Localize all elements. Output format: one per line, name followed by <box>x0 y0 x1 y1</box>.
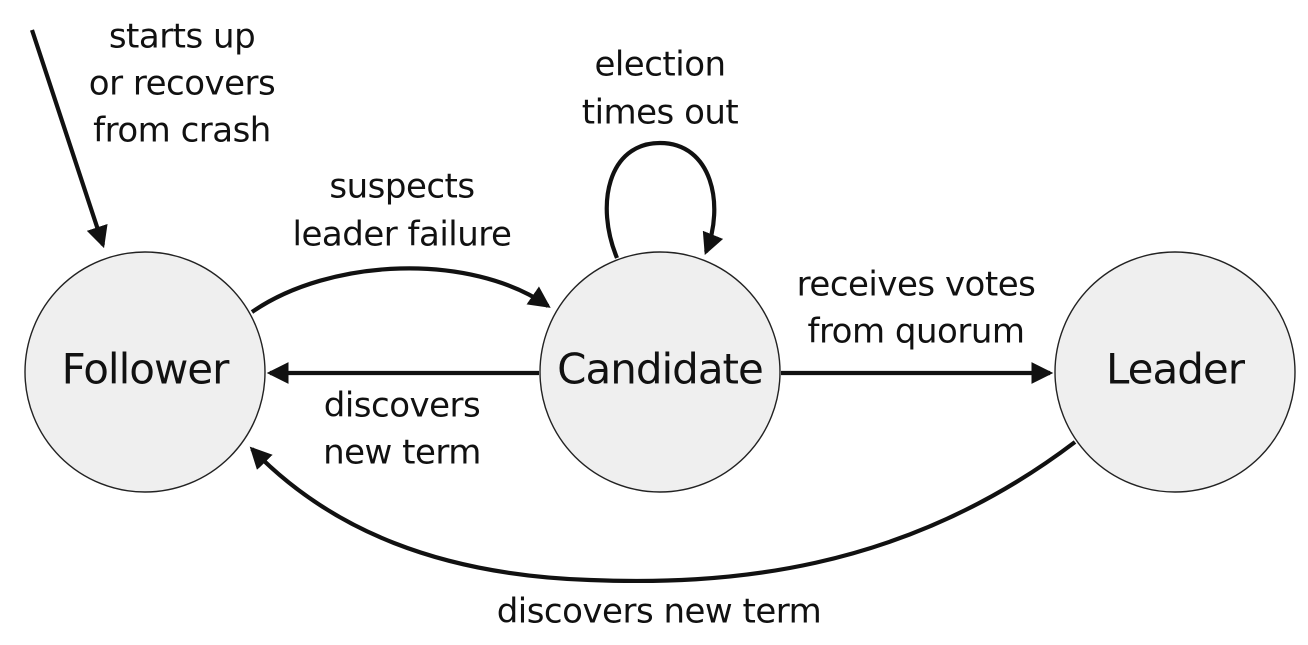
candidate-circle <box>539 251 781 493</box>
follower-circle <box>24 251 266 493</box>
start-label-line3: from crash <box>93 111 271 151</box>
start-label-line2: or recovers <box>89 64 275 104</box>
follower-to-candidate-arrow <box>250 266 551 314</box>
start-label-line1: starts up <box>109 17 255 57</box>
follower-to-candidate-label-line2: leader failure <box>293 215 512 255</box>
candidate-to-follower-label-line2: new term <box>323 433 481 473</box>
edge-candidate-to-follower: discovers new term <box>266 362 539 473</box>
leader-circle <box>1054 251 1296 493</box>
state-leader: Leader <box>1054 251 1296 493</box>
leader-label: Leader <box>1106 345 1246 394</box>
candidate-to-leader-label-line2: from quorum <box>807 312 1024 352</box>
candidate-self-loop-label-line1: election <box>594 45 725 85</box>
start-arrow <box>30 29 108 249</box>
edge-follower-to-candidate: suspects leader failure <box>250 167 551 314</box>
candidate-to-follower-label-line1: discovers <box>324 386 480 426</box>
state-follower: Follower <box>24 251 266 493</box>
edge-start: starts up or recovers from crash <box>30 17 276 249</box>
candidate-to-leader-label-line1: receives votes <box>797 265 1036 305</box>
edge-candidate-to-leader: receives votes from quorum <box>781 265 1054 384</box>
follower-to-candidate-label-line1: suspects <box>329 167 474 207</box>
follower-label: Follower <box>62 345 231 394</box>
edge-leader-to-follower: discovers new term <box>249 440 1077 632</box>
edge-candidate-self-loop: election times out <box>582 45 739 259</box>
state-candidate: Candidate <box>539 251 781 493</box>
leader-to-follower-arrow <box>249 440 1077 584</box>
candidate-self-loop-arrow <box>604 140 724 259</box>
candidate-label: Candidate <box>557 345 763 394</box>
candidate-self-loop-label-line2: times out <box>582 93 739 133</box>
leader-to-follower-label: discovers new term <box>497 592 822 632</box>
